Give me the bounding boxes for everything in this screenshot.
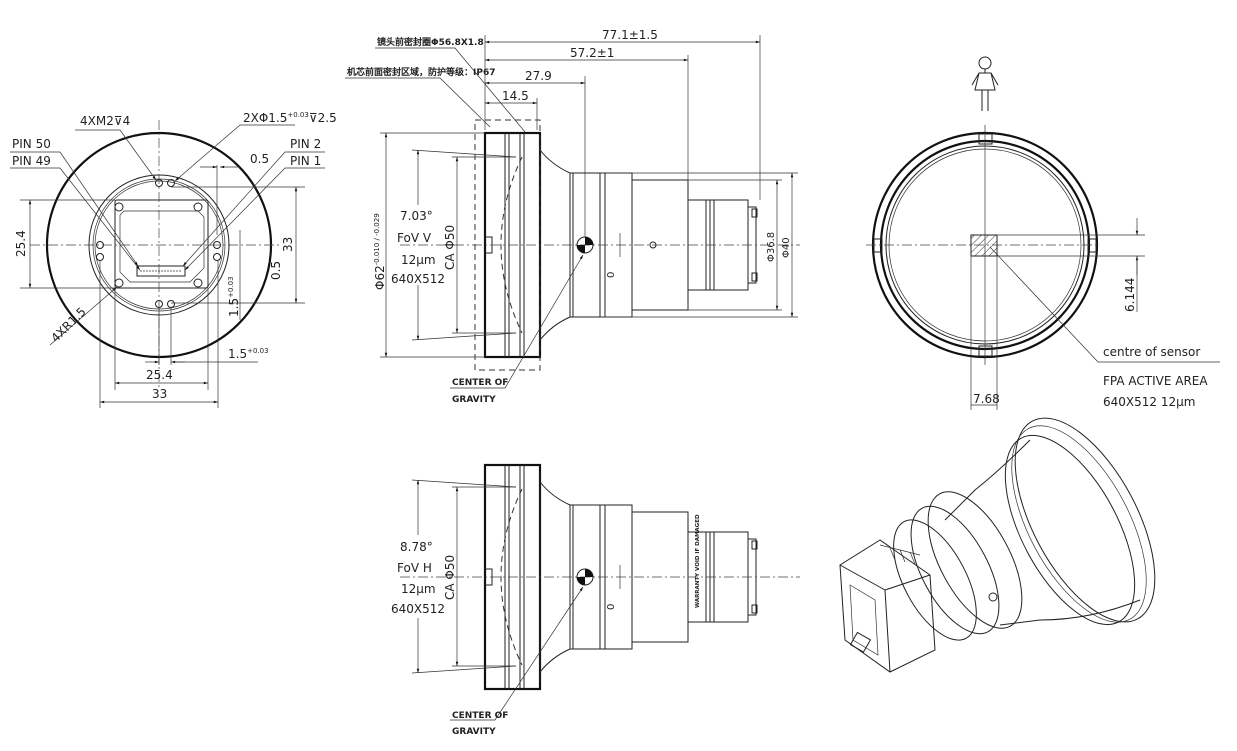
dim-height-inner: 25.4 bbox=[14, 230, 28, 257]
dim-zero: 0 bbox=[606, 272, 617, 278]
isometric-view bbox=[839, 417, 1156, 673]
dim-offset-top: 0.5 bbox=[250, 152, 269, 166]
pin-50-label: PIN 50 bbox=[12, 137, 51, 151]
centre-of-sensor-label: centre of sensor bbox=[1103, 345, 1200, 359]
cog-label-1: CENTER OF bbox=[452, 711, 508, 721]
side-view-horizontal: 8.78° FoV H 12μm 640X512 CA Φ50 0 WARRAN… bbox=[391, 463, 802, 737]
dim-width-inner: 25.4 bbox=[146, 368, 173, 382]
dim-zero: 0 bbox=[606, 604, 617, 610]
pins-callout: 2XΦ1.5+0.03⊽2.5 bbox=[243, 111, 337, 125]
fov-v-label: FoV V bbox=[397, 231, 432, 245]
pixel-pitch: 12μm bbox=[401, 582, 436, 596]
resolution: 640X512 bbox=[391, 272, 445, 286]
pin-2-label: PIN 2 bbox=[290, 137, 321, 151]
pin-49-label: PIN 49 bbox=[12, 154, 51, 168]
fpa-active-area-label: FPA ACTIVE AREA bbox=[1103, 374, 1208, 388]
dim-height-outer: 33 bbox=[281, 237, 295, 252]
dim-cog: 27.9 bbox=[525, 69, 552, 83]
fov-h-angle: 8.78° bbox=[400, 540, 433, 554]
resolution: 640X512 bbox=[391, 602, 445, 616]
dim-body-dia: Φ40 bbox=[781, 237, 792, 258]
cog-label-1: CENTER OF bbox=[452, 378, 508, 388]
threads-callout: 4XM2⊽4 bbox=[80, 114, 130, 128]
fov-v-angle: 7.03° bbox=[400, 209, 433, 223]
rear-view: 6.144 7.68 centre of sensor FPA ACTIVE A… bbox=[866, 56, 1220, 410]
dim-core-dia: Φ36.8 bbox=[766, 232, 777, 262]
dim-flange: 14.5 bbox=[502, 89, 529, 103]
cog-label-2: GRAVITY bbox=[452, 395, 496, 405]
dim-total-length: 77.1±1.5 bbox=[602, 28, 658, 42]
side-view-vertical: 77.1±1.5 57.2±1 27.9 14.5 镜头前密封圈Φ56.8X1.… bbox=[345, 28, 802, 405]
sealing-area-note: 机芯前面密封区域，防护等级：IP67 bbox=[347, 66, 495, 78]
clear-aperture: CA Φ50 bbox=[443, 555, 457, 600]
dim-width-outer: 33 bbox=[152, 387, 167, 401]
dim-flange-dia: Φ62-0.010 / -0.029 bbox=[373, 213, 387, 290]
clear-aperture: CA Φ50 bbox=[443, 225, 457, 270]
dim-pin-h: 1.5+0.03 bbox=[228, 347, 269, 361]
cog-label-2: GRAVITY bbox=[452, 727, 496, 737]
dim-sensor-height: 6.144 bbox=[1123, 278, 1137, 312]
dim-offset-side: 0.5 bbox=[269, 261, 283, 280]
warranty-sticker: WARRANTY VOID IF DAMAGED bbox=[695, 514, 701, 608]
pin-1-label: PIN 1 bbox=[290, 154, 321, 168]
person-orientation-icon bbox=[971, 56, 999, 111]
dim-sensor-width: 7.68 bbox=[973, 392, 1000, 406]
seal-ring-note: 镜头前密封圈Φ56.8X1.8 bbox=[377, 36, 484, 48]
front-view: 4XM2⊽4 2XΦ1.5+0.03⊽2.5 PIN 50 PIN 49 PIN… bbox=[10, 111, 337, 408]
sensor-active-area bbox=[970, 234, 998, 257]
fpa-spec-label: 640X512 12μm bbox=[1103, 395, 1195, 409]
connector bbox=[136, 265, 186, 277]
fov-h-label: FoV H bbox=[397, 561, 432, 575]
dim-body-length: 57.2±1 bbox=[570, 46, 614, 60]
pixel-pitch: 12μm bbox=[401, 253, 436, 267]
dim-pin-v: 1.5+0.03 bbox=[227, 276, 241, 317]
